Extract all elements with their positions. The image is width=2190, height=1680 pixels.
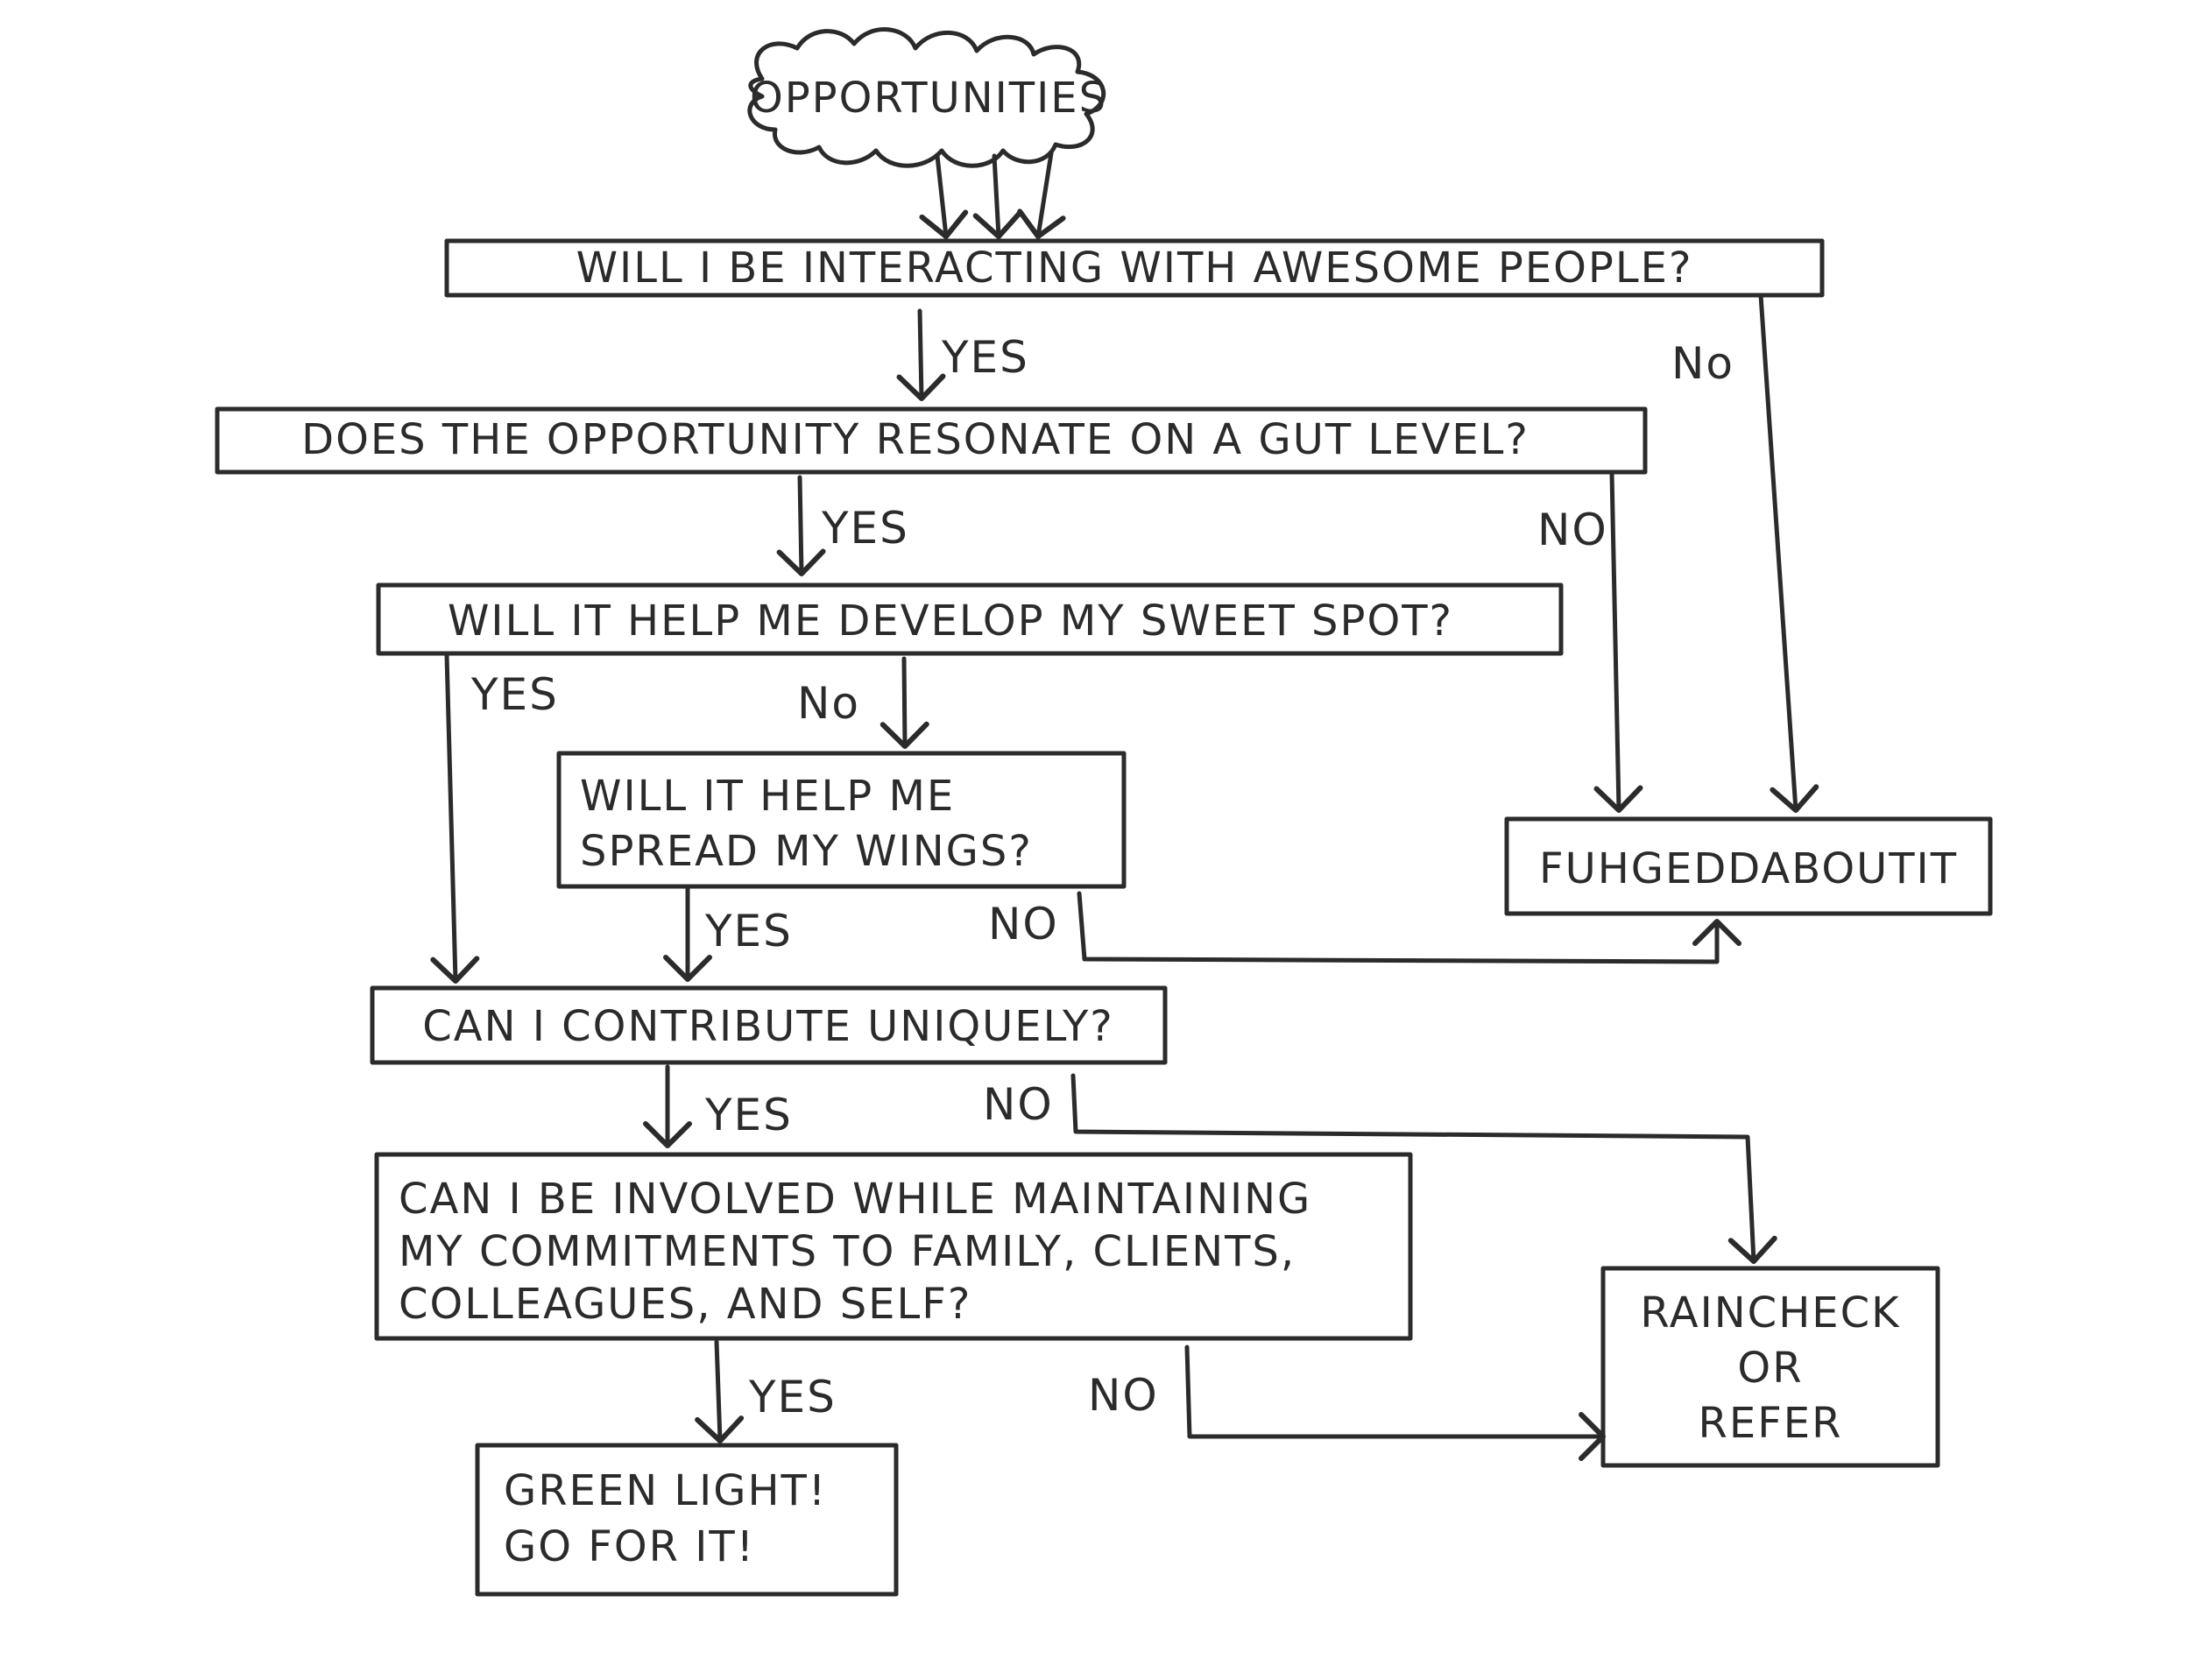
outcome-box xyxy=(475,1443,899,1597)
edge-label-q2-yes: YES xyxy=(821,503,909,554)
outcome-text-line1: GREEN LIGHT! xyxy=(504,1466,827,1515)
outcome-fuhgeddaboutit: FUHGEDDABOUTIT xyxy=(1504,816,1993,916)
arrow-cloud-to-q1-b xyxy=(972,153,1022,239)
outcome-green-light: GREEN LIGHT! GO FOR IT! xyxy=(475,1443,899,1597)
edge-label-q5-no: NO xyxy=(983,1079,1054,1130)
arrow-q2-yes-to-q3 xyxy=(776,475,826,576)
arrow-q6-no-to-raincheck xyxy=(1184,1345,1606,1461)
question-sweet-spot: WILL IT HELP ME DEVELOP MY SWEET SPOT? xyxy=(376,582,1564,656)
outcome-box xyxy=(1504,816,1993,916)
question-text-line1: WILL IT HELP ME xyxy=(580,772,955,821)
arrow-q1-yes-to-q2 xyxy=(896,308,946,401)
question-box xyxy=(444,238,1825,298)
question-text-line3: COLLEAGUES, AND SELF? xyxy=(399,1280,971,1329)
question-spread-wings: WILL IT HELP ME SPREAD MY WINGS? xyxy=(556,751,1127,889)
edge-label-q4-no: NO xyxy=(988,899,1059,949)
edge-label-q5-yes: YES xyxy=(704,1090,793,1140)
arrow-q5-no-to-raincheck xyxy=(1070,1073,1777,1264)
outcome-raincheck-or-refer: RAINCHECK OR REFER xyxy=(1600,1266,1940,1468)
cloud-shape xyxy=(747,27,1106,168)
question-text-line2: MY COMMITMENTS TO FAMILY, CLIENTS, xyxy=(399,1227,1296,1276)
outcome-text-line1: RAINCHECK xyxy=(1640,1288,1900,1338)
start-cloud-node: OPPORTUNITIES xyxy=(747,27,1107,168)
question-text: DOES THE OPPORTUNITY RESONATE ON A GUT L… xyxy=(301,415,1529,464)
outcome-text: FUHGEDDABOUTIT xyxy=(1539,844,1958,893)
outcome-text-line2: OR xyxy=(1737,1344,1803,1393)
question-box xyxy=(370,985,1168,1065)
question-text-line2: SPREAD MY WINGS? xyxy=(580,827,1033,876)
outcome-box xyxy=(1600,1266,1940,1468)
question-box xyxy=(556,751,1127,889)
question-text: CAN I CONTRIBUTE UNIQUELY? xyxy=(422,1002,1114,1051)
outcome-text-line2: GO FOR IT! xyxy=(504,1522,755,1571)
edge-label-q6-no: NO xyxy=(1088,1370,1159,1421)
arrow-q4-no-to-fuhgeddaboutit xyxy=(1077,891,1741,964)
arrow-q3-yes-to-q5 xyxy=(430,653,480,984)
outcome-text-line3: REFER xyxy=(1699,1399,1843,1448)
edge-label-q1-yes: YES xyxy=(941,332,1029,383)
question-text: WILL IT HELP ME DEVELOP MY SWEET SPOT? xyxy=(448,596,1453,646)
edge-label-q2-no: NO xyxy=(1537,505,1608,555)
edge-label-q3-no: No xyxy=(797,678,860,729)
arrow-q3-no-to-q4 xyxy=(880,656,929,749)
arrow-q1-no-to-fuhgeddaboutit xyxy=(1758,293,1819,813)
arrow-cloud-to-q1-c xyxy=(1017,151,1066,239)
question-maintain-commitments: CAN I BE INVOLVED WHILE MAINTAINING MY C… xyxy=(374,1152,1413,1341)
question-contribute-uniquely: CAN I CONTRIBUTE UNIQUELY? xyxy=(370,985,1168,1065)
question-gut-level: DOES THE OPPORTUNITY RESONATE ON A GUT L… xyxy=(215,406,1648,475)
question-text: WILL I BE INTERACTING WITH AWESOME PEOPL… xyxy=(576,244,1693,293)
edge-label-q4-yes: YES xyxy=(704,906,793,956)
arrow-cloud-to-q1-a xyxy=(919,153,969,239)
edge-label-q6-yes: YES xyxy=(748,1372,837,1422)
question-box xyxy=(215,406,1648,475)
edge-label-q3-yes: YES xyxy=(470,669,559,720)
arrow-q2-no-to-fuhgeddaboutit xyxy=(1593,470,1643,813)
question-text-line1: CAN I BE INVOLVED WHILE MAINTAINING xyxy=(399,1175,1311,1224)
edge-label-q1-no: No xyxy=(1671,338,1734,389)
arrow-q6-yes-to-green-light xyxy=(695,1339,745,1444)
start-label: OPPORTUNITIES xyxy=(750,74,1107,123)
question-box xyxy=(374,1152,1413,1341)
question-awesome-people: WILL I BE INTERACTING WITH AWESOME PEOPL… xyxy=(444,238,1825,298)
question-box xyxy=(376,582,1564,656)
